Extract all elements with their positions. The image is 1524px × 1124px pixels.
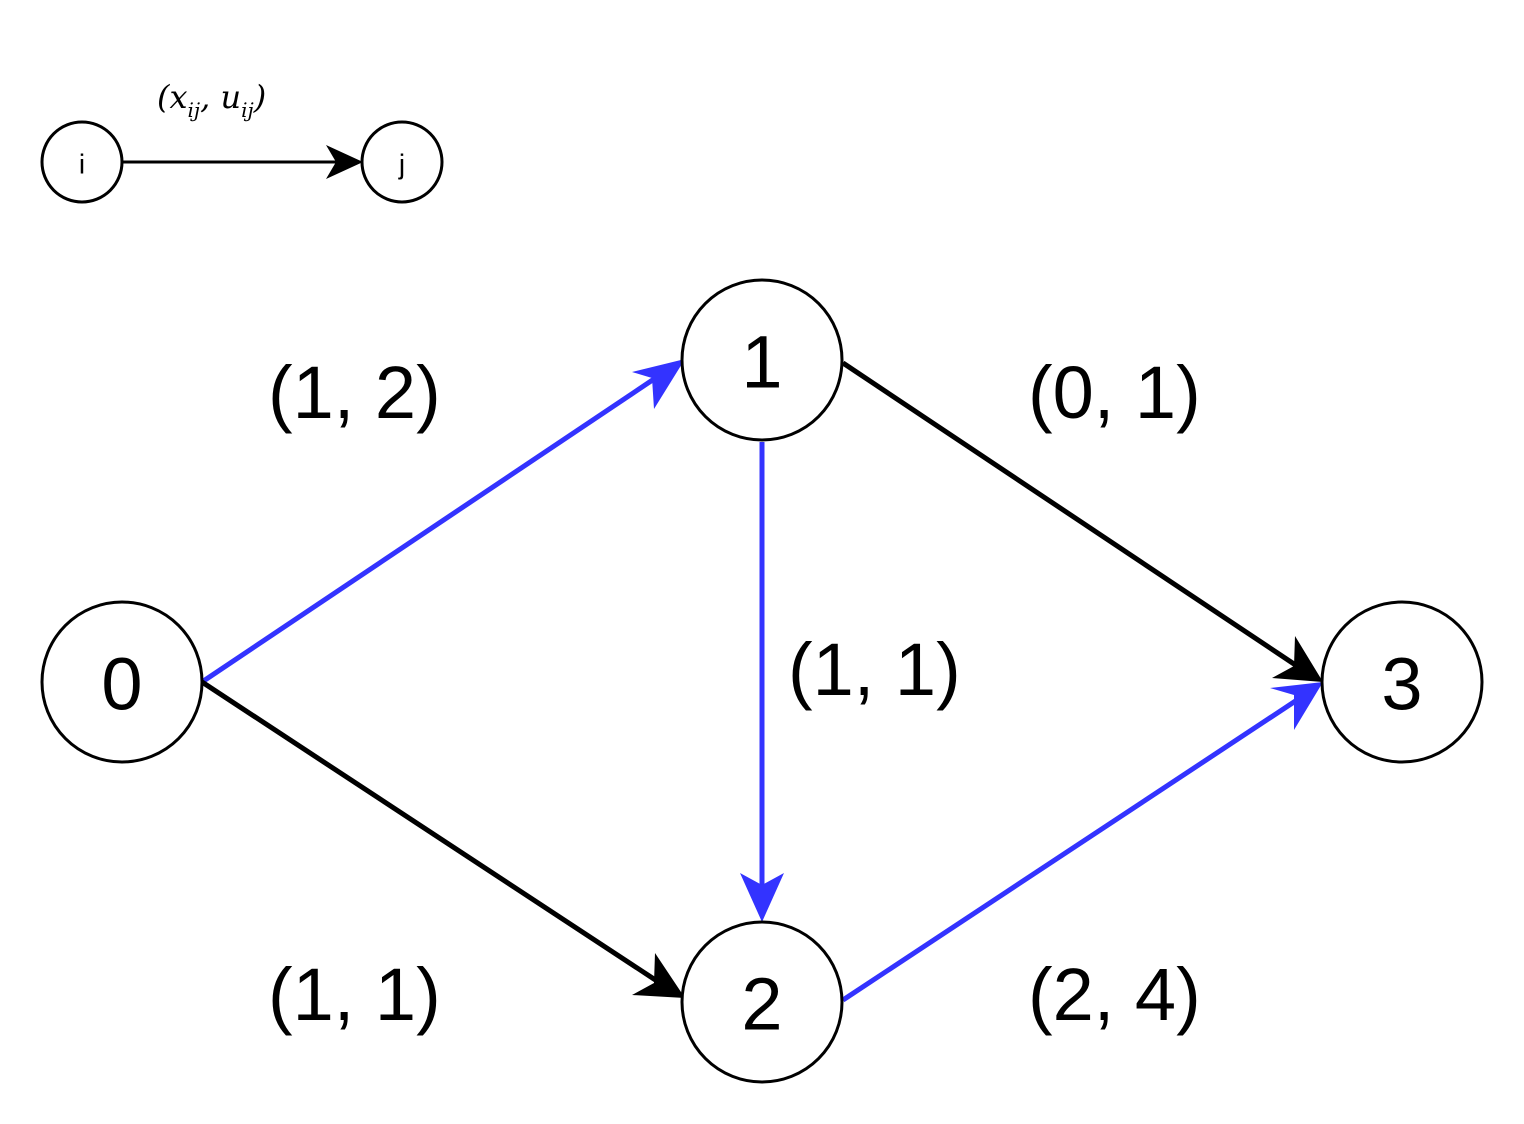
nodes: 0 1 2 3 bbox=[40, 278, 1484, 1084]
legend-edge-label: (xij, uij) bbox=[157, 78, 266, 122]
legend: i j (xij, uij) bbox=[40, 78, 444, 204]
edge-labels: (1, 2) (1, 1) (1, 1) (0, 1) (2, 4) bbox=[268, 351, 1201, 1036]
edge-0-to-2-arrowhead bbox=[632, 953, 685, 998]
node-1-circle bbox=[680, 278, 844, 442]
legend-node-i-label: i bbox=[79, 149, 85, 180]
edges bbox=[200, 359, 1323, 1003]
legend-arrowhead bbox=[326, 145, 363, 179]
node-3-label: 3 bbox=[1381, 643, 1422, 726]
legend-node-i bbox=[40, 120, 124, 204]
edge-label-1-3: (0, 1) bbox=[1028, 351, 1201, 434]
node-1-label: 1 bbox=[741, 321, 782, 404]
node-0: 0 bbox=[40, 600, 204, 764]
edge-2-to-3-arrowhead bbox=[1270, 682, 1323, 730]
edge-1-to-2-arrowhead bbox=[740, 873, 784, 922]
node-1: 1 bbox=[680, 278, 844, 442]
edge-0-to-1 bbox=[200, 372, 662, 685]
edge-label-2-3: (2, 4) bbox=[1028, 953, 1201, 1036]
node-0-label: 0 bbox=[101, 643, 142, 726]
edge-label-0-2: (1, 1) bbox=[268, 953, 441, 1036]
edge-label-0-1: (1, 2) bbox=[268, 351, 441, 434]
edge-label-1-2: (1, 1) bbox=[788, 628, 961, 711]
node-3: 3 bbox=[1320, 600, 1484, 764]
node-3-circle bbox=[1320, 600, 1484, 764]
legend-node-j-label: j bbox=[398, 149, 405, 180]
edge-0-to-2 bbox=[200, 679, 662, 986]
node-2-label: 2 bbox=[741, 963, 782, 1046]
node-2: 2 bbox=[680, 920, 844, 1084]
node-2-circle bbox=[680, 920, 844, 1084]
edge-1-to-3 bbox=[841, 360, 1302, 671]
edge-2-to-3 bbox=[841, 695, 1302, 1003]
legend-node-j bbox=[360, 120, 444, 204]
edge-0-to-1-arrowhead bbox=[632, 359, 685, 409]
edge-1-to-3-arrowhead bbox=[1272, 636, 1323, 682]
node-0-circle bbox=[40, 600, 204, 764]
